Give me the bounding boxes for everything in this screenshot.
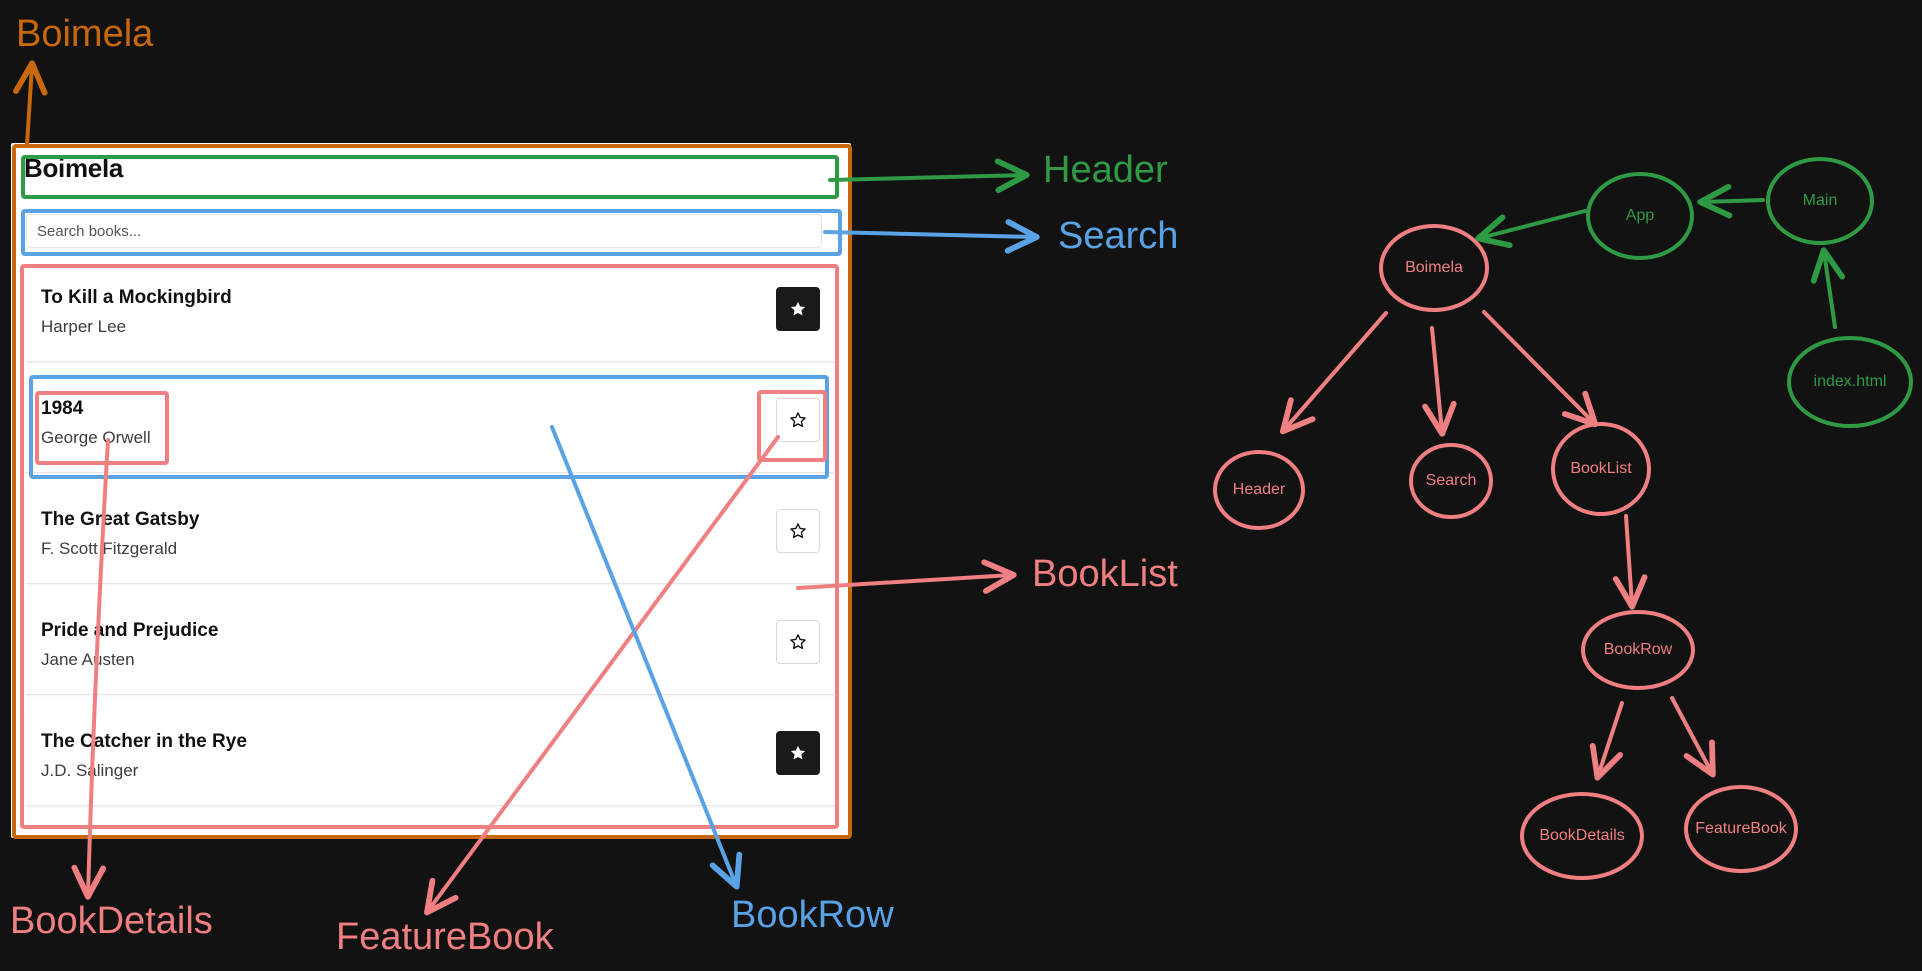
book-author: Harper Lee	[41, 317, 127, 336]
tree-label-main: Main	[1802, 192, 1838, 209]
tree-label-header: Header	[1232, 481, 1286, 498]
tree-node-featurebook	[1684, 785, 1798, 873]
star-outline-icon	[790, 523, 806, 539]
book-row: Pride and Prejudice Jane Austen	[26, 599, 834, 695]
feature-button[interactable]	[776, 287, 820, 331]
tree-label-booklist: BookList	[1570, 460, 1632, 477]
featurebook-box	[757, 390, 827, 462]
featurebook-arrow	[424, 435, 780, 916]
edge-index-main	[1810, 247, 1846, 329]
tree-label-boimela: Boimela	[1405, 259, 1463, 276]
annotation-booklist: BookList	[1032, 553, 1178, 595]
book-title: Pride and Prejudice	[41, 620, 219, 641]
edge-app-boimela	[1475, 209, 1587, 249]
search-arrow	[823, 219, 1040, 254]
book-title: The Great Gatsby	[41, 509, 200, 530]
boimela-arrow	[13, 60, 48, 147]
edge-boimela-search	[1422, 326, 1457, 437]
tree-node-index-html	[1787, 336, 1913, 428]
star-filled-icon	[790, 745, 806, 760]
booklist-box	[20, 264, 839, 829]
tree-label-index-html: index.html	[1813, 373, 1887, 390]
boimela-box	[12, 144, 852, 839]
tree-label-bookrow: BookRow	[1603, 641, 1673, 658]
search-box	[21, 209, 842, 256]
tree-label-search: Search	[1425, 472, 1477, 489]
booklist-arrow	[796, 559, 1017, 594]
annotation-featurebook: FeatureBook	[336, 916, 554, 958]
tree-node-boimela	[1379, 224, 1489, 312]
annotation-bookrow: BookRow	[731, 894, 894, 936]
edge-boimela-booklist	[1482, 310, 1599, 428]
header-box	[21, 155, 839, 199]
tree-node-bookdetails	[1520, 792, 1644, 880]
tree-node-app	[1586, 172, 1694, 260]
book-title: To Kill a Mockingbird	[41, 287, 232, 308]
edge-booklist-bookrow	[1612, 514, 1648, 610]
annotation-boimela: Boimela	[16, 13, 154, 55]
edge-main-app	[1697, 183, 1765, 219]
book-author: Jane Austen	[41, 650, 135, 669]
star-outline-icon	[790, 634, 806, 650]
bookdetails-arrow	[71, 438, 110, 900]
tree-node-bookrow	[1581, 610, 1695, 690]
tree-label-bookdetails: BookDetails	[1539, 827, 1625, 844]
tree-label-featurebook: FeatureBook	[1695, 820, 1787, 837]
star-filled-icon	[790, 301, 806, 316]
tree-label-app: App	[1625, 207, 1655, 224]
feature-button[interactable]	[776, 509, 820, 553]
book-author: George Orwell	[41, 428, 151, 447]
search-input[interactable]	[26, 214, 822, 248]
tree-node-booklist	[1551, 422, 1651, 516]
edge-boimela-header	[1279, 311, 1388, 435]
annotation-header: Header	[1043, 149, 1168, 191]
header-arrow	[828, 158, 1030, 193]
star-outline-icon	[790, 412, 806, 428]
edge-bookrow-featurebook	[1670, 696, 1716, 778]
bookdetails-box	[35, 391, 169, 465]
book-row: The Great Gatsby F. Scott Fitzgerald	[26, 488, 834, 584]
annotation-bookdetails: BookDetails	[10, 900, 213, 942]
annotation-search: Search	[1058, 215, 1179, 257]
feature-button[interactable]	[776, 731, 820, 775]
book-title: 1984	[41, 398, 84, 419]
tree-node-header	[1213, 450, 1305, 530]
book-row: To Kill a Mockingbird Harper Lee	[26, 266, 834, 362]
edge-bookrow-bookdetails	[1589, 701, 1624, 781]
feature-button[interactable]	[776, 620, 820, 664]
tree-node-search	[1409, 443, 1493, 519]
bookrow-arrow	[550, 425, 743, 890]
tree-node-main	[1766, 157, 1874, 245]
book-author: F. Scott Fitzgerald	[41, 539, 178, 558]
feature-button[interactable]	[776, 398, 820, 442]
book-author: J.D. Salinger	[41, 761, 139, 780]
